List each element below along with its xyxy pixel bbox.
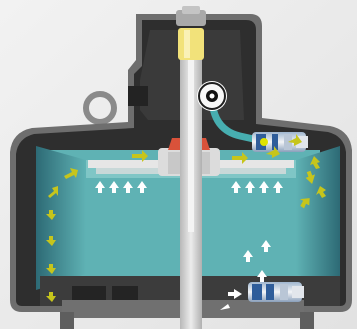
base-foot-gap-right xyxy=(300,312,314,329)
upward-flow-arrow-icon xyxy=(257,270,267,282)
circulation-arrow-icon xyxy=(46,264,56,274)
upward-flow-arrow-icon xyxy=(245,181,255,193)
yellow-cap xyxy=(178,28,204,60)
circulation-arrow-icon xyxy=(48,186,58,198)
upward-flow-arrow-icon xyxy=(109,181,119,193)
circulation-arrow-icon xyxy=(46,292,56,302)
circulation-arrow-icon xyxy=(288,134,302,146)
chamber-left-wall xyxy=(36,146,86,290)
upward-flow-arrow-icon xyxy=(259,181,269,193)
circulation-arrows xyxy=(46,134,326,302)
lower-valve-fitting xyxy=(248,282,304,302)
upper-head-slot xyxy=(128,86,148,106)
shaft-top-nut-cap xyxy=(182,6,200,14)
right-flow-arrow-icon xyxy=(228,289,242,299)
inlet-flow-arrows xyxy=(220,240,271,310)
upward-flow-arrow-icon xyxy=(243,250,253,262)
circulation-arrow-icon xyxy=(299,198,310,209)
yellow-cap-highlight xyxy=(184,30,190,58)
circulation-arrow-icon xyxy=(305,170,316,184)
base-foot-gap-left xyxy=(60,312,74,329)
upward-flow-arrow-icon xyxy=(231,181,241,193)
diagonal-flow-arrow-icon xyxy=(220,304,230,310)
upward-flow-arrows-left xyxy=(95,181,147,193)
circulation-arrow-icon xyxy=(64,168,78,179)
upward-flow-arrow-icon xyxy=(123,181,133,193)
circulation-arrow-icon xyxy=(132,150,148,162)
upward-flow-arrows-right xyxy=(231,181,283,193)
circulation-arrow-icon xyxy=(316,186,326,198)
hanging-ring-icon xyxy=(83,91,117,125)
circulation-arrow-icon xyxy=(46,210,56,220)
pressure-gauge-icon xyxy=(197,81,227,111)
upward-flow-arrow-icon xyxy=(273,181,283,193)
circulation-arrow-icon xyxy=(310,156,320,169)
upward-flow-arrow-icon xyxy=(261,240,271,252)
circulation-arrow-icon xyxy=(46,236,56,246)
circulation-arrow-icon xyxy=(232,152,248,164)
upward-flow-arrow-icon xyxy=(137,181,147,193)
upward-flow-arrow-icon xyxy=(95,181,105,193)
shaft-top-nut xyxy=(176,10,206,26)
circulation-arrow-icon xyxy=(266,146,280,158)
chamber-water xyxy=(36,150,320,276)
chamber-right-wall xyxy=(296,146,340,290)
shaft-core xyxy=(188,60,194,232)
